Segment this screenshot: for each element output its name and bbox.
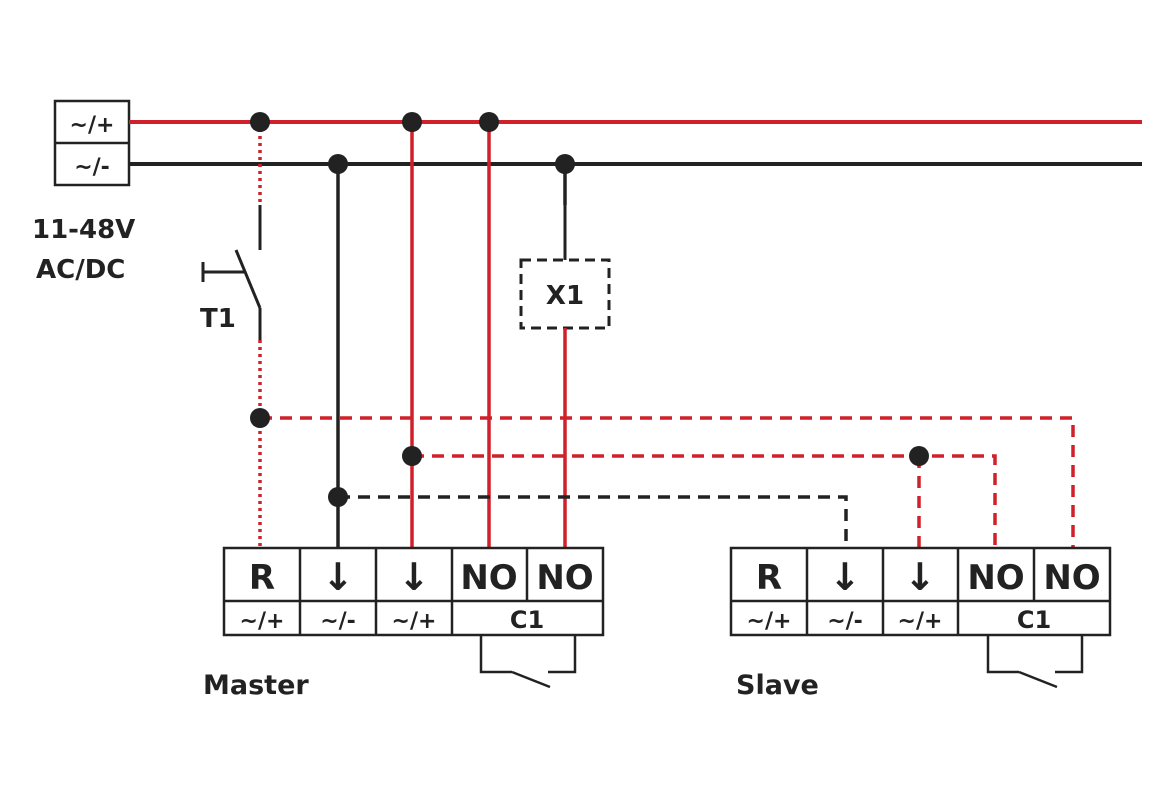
- master-outline: [222, 546, 605, 637]
- junction-dot: [909, 446, 929, 466]
- junction-dot: [250, 112, 270, 132]
- slave-terminal-no2: NO: [1043, 558, 1100, 598]
- supply-type-label: AC/DC: [36, 255, 125, 285]
- junction-dot: [555, 154, 575, 174]
- t1-label: T1: [200, 304, 236, 334]
- junction-dot: [402, 112, 422, 132]
- junction-dot: [479, 112, 499, 132]
- junction-dot: [250, 408, 270, 428]
- master-label: Master: [203, 670, 309, 701]
- master-module: R ↓ ↓ NO NO ~/+ ~/- ~/+ C1: [222, 546, 605, 689]
- master-terminal-arrow-down-icon: ↓: [398, 555, 430, 599]
- slave-label: Slave: [736, 670, 819, 701]
- slave-contact-left-leg: [986, 635, 1019, 674]
- slave-terminal-no1: NO: [967, 558, 1024, 598]
- master-terminal-no1: NO: [460, 558, 517, 598]
- master-contact-blade: [511, 670, 551, 689]
- master-contact-label: C1: [510, 606, 544, 634]
- slave-module: R ↓ ↓ NO NO ~/+ ~/- ~/+ C1: [729, 546, 1112, 689]
- slave-contact-blade: [1018, 670, 1058, 689]
- slave-contact-label: C1: [1017, 606, 1051, 634]
- x1-label: X1: [546, 281, 584, 311]
- slave-terminal-label: ~/+: [747, 609, 792, 634]
- supply-negative-label: ~/-: [74, 155, 110, 180]
- junction-dot: [328, 154, 348, 174]
- supply-voltage-label: 11-48V: [32, 215, 135, 245]
- slave-contact-right-leg: [1055, 635, 1084, 674]
- master-terminal-r: R: [249, 558, 275, 598]
- master-terminal-label: ~/+: [240, 609, 285, 634]
- slave-terminal-r: R: [756, 558, 782, 598]
- slave-terminal-label: ~/+: [898, 609, 943, 634]
- master-terminal-label: ~/-: [320, 609, 356, 634]
- master-terminal-no2: NO: [536, 558, 593, 598]
- slave-terminal-arrow-down-icon: ↓: [904, 555, 936, 599]
- slave-outline: [729, 546, 1112, 637]
- junction-dot: [402, 446, 422, 466]
- master-terminal-arrow-down-icon: ↓: [322, 555, 354, 599]
- master-terminal-label: ~/+: [392, 609, 437, 634]
- slave-terminal-arrow-down-icon: ↓: [829, 555, 861, 599]
- master-contact-left-leg: [479, 635, 512, 674]
- slave-terminal-label: ~/-: [827, 609, 863, 634]
- positive-to-slave-no1-dashed-wire: [412, 454, 997, 548]
- junction-dot: [328, 487, 348, 507]
- supply-terminal-block: ~/+ ~/-: [53, 99, 131, 187]
- negative-to-slave-dashed-wire: [338, 495, 848, 548]
- t1-contact-blade: [234, 249, 262, 309]
- master-contact-right-leg: [548, 635, 577, 674]
- remote-to-slave-no2-dashed-wire: [260, 416, 1075, 548]
- supply-positive-label: ~/+: [70, 113, 115, 138]
